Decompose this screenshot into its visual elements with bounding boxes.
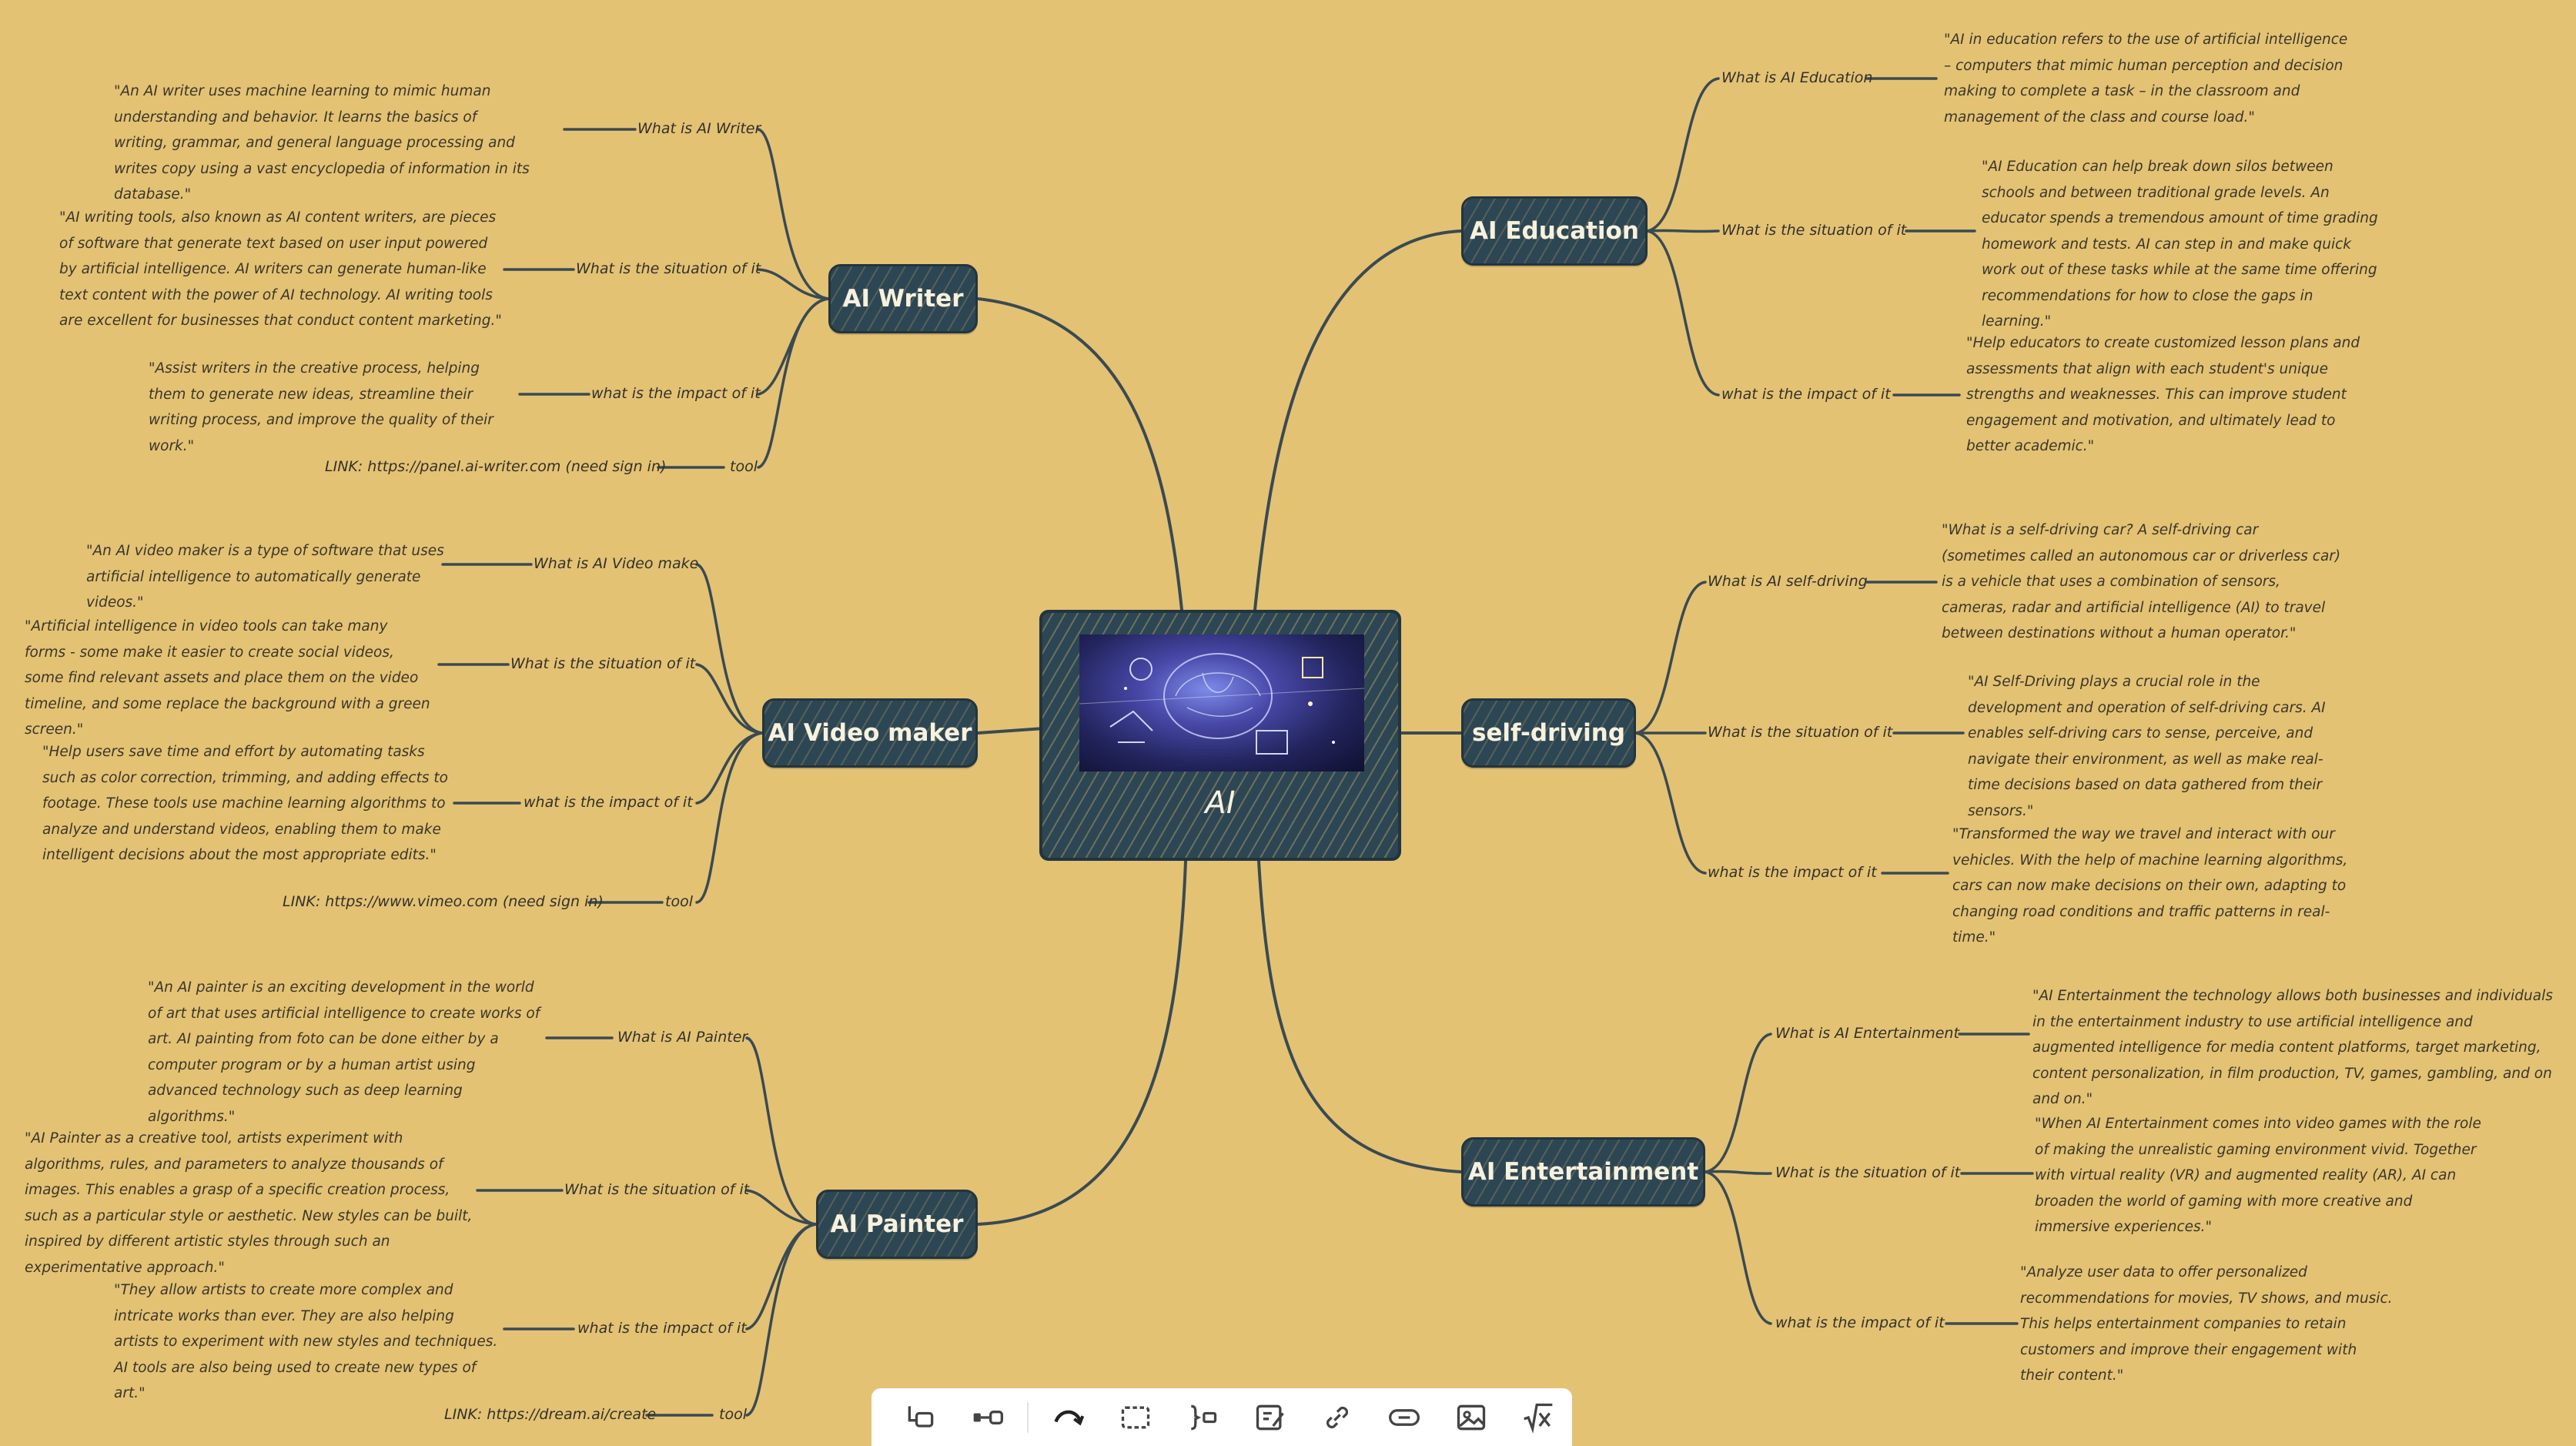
ai-brain-image	[1079, 634, 1364, 772]
painter-a2[interactable]: "AI Painter as a creative tool, artists …	[25, 1130, 473, 1276]
writer-a3[interactable]: "Assist writers in the creative process,…	[149, 360, 493, 454]
video-a4[interactable]: LINK: https://www.vimeo.com (need sign i…	[283, 893, 604, 910]
topic-ai-entertainment[interactable]: AI Entertainment	[1461, 1137, 1705, 1207]
education-a3[interactable]: "Help educators to create customized les…	[1966, 335, 2360, 454]
video-a1[interactable]: "An AI video maker is a type of software…	[86, 543, 444, 611]
painter-q2[interactable]: What is the situation of it	[564, 1181, 750, 1198]
boundary-icon	[1122, 1406, 1150, 1428]
image-button[interactable]	[1438, 1394, 1505, 1441]
equation-icon	[1524, 1403, 1553, 1434]
writer-a1[interactable]: "An AI writer uses machine learning to m…	[114, 83, 530, 203]
relationship-icon	[1054, 1410, 1085, 1426]
writer-q1[interactable]: What is AI Writer	[637, 120, 761, 137]
driving-q3[interactable]: what is the impact of it	[1708, 864, 1877, 881]
boundary-button[interactable]	[1102, 1394, 1169, 1441]
topic-ai-painter[interactable]: AI Painter	[816, 1190, 978, 1259]
entertainment-q2[interactable]: What is the situation of it	[1775, 1164, 1961, 1181]
driving-a1[interactable]: "What is a self-driving car? A self-driv…	[1942, 522, 2341, 641]
driving-q1[interactable]: What is AI self-driving	[1708, 573, 1868, 590]
relationship-button[interactable]	[1035, 1394, 1102, 1441]
note-button[interactable]	[1236, 1394, 1303, 1441]
education-q3[interactable]: what is the impact of it	[1721, 386, 1891, 403]
hyperlink-icon	[1389, 1408, 1420, 1426]
equation-button[interactable]	[1505, 1394, 1572, 1441]
child-topic-button[interactable]	[954, 1394, 1021, 1441]
video-q1[interactable]: What is AI Video make	[534, 555, 699, 572]
entertainment-a3[interactable]: "Analyze user data to offer personalized…	[2020, 1264, 2393, 1384]
video-a2[interactable]: "Artificial intelligence in video tools …	[25, 618, 430, 738]
education-a1[interactable]: "AI in education refers to the use of ar…	[1944, 32, 2348, 126]
link-button[interactable]	[1303, 1394, 1370, 1441]
driving-a3[interactable]: "Transformed the way we travel and inter…	[1952, 826, 2348, 946]
driving-a2[interactable]: "AI Self-Driving plays a crucial role in…	[1968, 674, 2326, 819]
bottom-toolbar	[871, 1388, 1572, 1446]
sibling-topic-icon	[908, 1405, 933, 1428]
note-icon	[1256, 1404, 1284, 1430]
painter-q4[interactable]: tool	[719, 1406, 747, 1423]
hyperlink-button[interactable]	[1370, 1394, 1437, 1441]
image-icon	[1457, 1404, 1486, 1430]
entertainment-q3[interactable]: what is the impact of it	[1775, 1314, 1945, 1331]
child-topic-icon	[973, 1410, 1003, 1424]
writer-q2[interactable]: What is the situation of it	[576, 260, 761, 277]
video-q2[interactable]: What is the situation of it	[510, 655, 696, 672]
summary-icon	[1191, 1404, 1217, 1430]
painter-q1[interactable]: What is AI Painter	[617, 1029, 748, 1046]
root-label: AI	[1205, 785, 1236, 821]
education-q1[interactable]: What is AI Education	[1721, 69, 1873, 86]
topic-ai-education[interactable]: AI Education	[1461, 196, 1648, 266]
toolbar-separator	[1027, 1401, 1029, 1433]
summary-button[interactable]	[1169, 1394, 1236, 1441]
painter-a3[interactable]: "They allow artists to create more compl…	[114, 1282, 498, 1401]
writer-a2[interactable]: "AI writing tools, also known as AI cont…	[59, 209, 502, 329]
entertainment-q1[interactable]: What is AI Entertainment	[1775, 1025, 1959, 1042]
video-a3[interactable]: "Help users save time and effort by auto…	[42, 744, 448, 863]
painter-a1[interactable]: "An AI painter is an exciting developmen…	[148, 979, 540, 1125]
topic-ai-video-maker[interactable]: AI Video maker	[762, 698, 978, 768]
video-q4[interactable]: tool	[665, 893, 693, 910]
topic-self-driving[interactable]: self-driving	[1461, 698, 1636, 768]
writer-a4[interactable]: LINK: https://panel.ai-writer.com (need …	[325, 458, 667, 475]
entertainment-a1[interactable]: "AI Entertainment the technology allows …	[2032, 988, 2553, 1107]
writer-q3[interactable]: what is the impact of it	[591, 385, 761, 402]
entertainment-a2[interactable]: "When AI Entertainment comes into video …	[2035, 1116, 2481, 1235]
sibling-topic-button[interactable]	[887, 1394, 954, 1441]
video-q3[interactable]: what is the impact of it	[524, 794, 693, 811]
link-icon	[1326, 1406, 1348, 1428]
painter-q3[interactable]: what is the impact of it	[577, 1320, 747, 1337]
root-topic[interactable]: AI	[1039, 610, 1401, 861]
topic-ai-writer[interactable]: AI Writer	[828, 264, 978, 333]
painter-a4[interactable]: LINK: https://dream.ai/create	[444, 1406, 657, 1423]
education-a2[interactable]: "AI Education can help break down silos …	[1982, 159, 2378, 330]
writer-q4[interactable]: tool	[730, 458, 758, 475]
education-q2[interactable]: What is the situation of it	[1721, 222, 1907, 239]
driving-q2[interactable]: What is the situation of it	[1708, 724, 1893, 741]
